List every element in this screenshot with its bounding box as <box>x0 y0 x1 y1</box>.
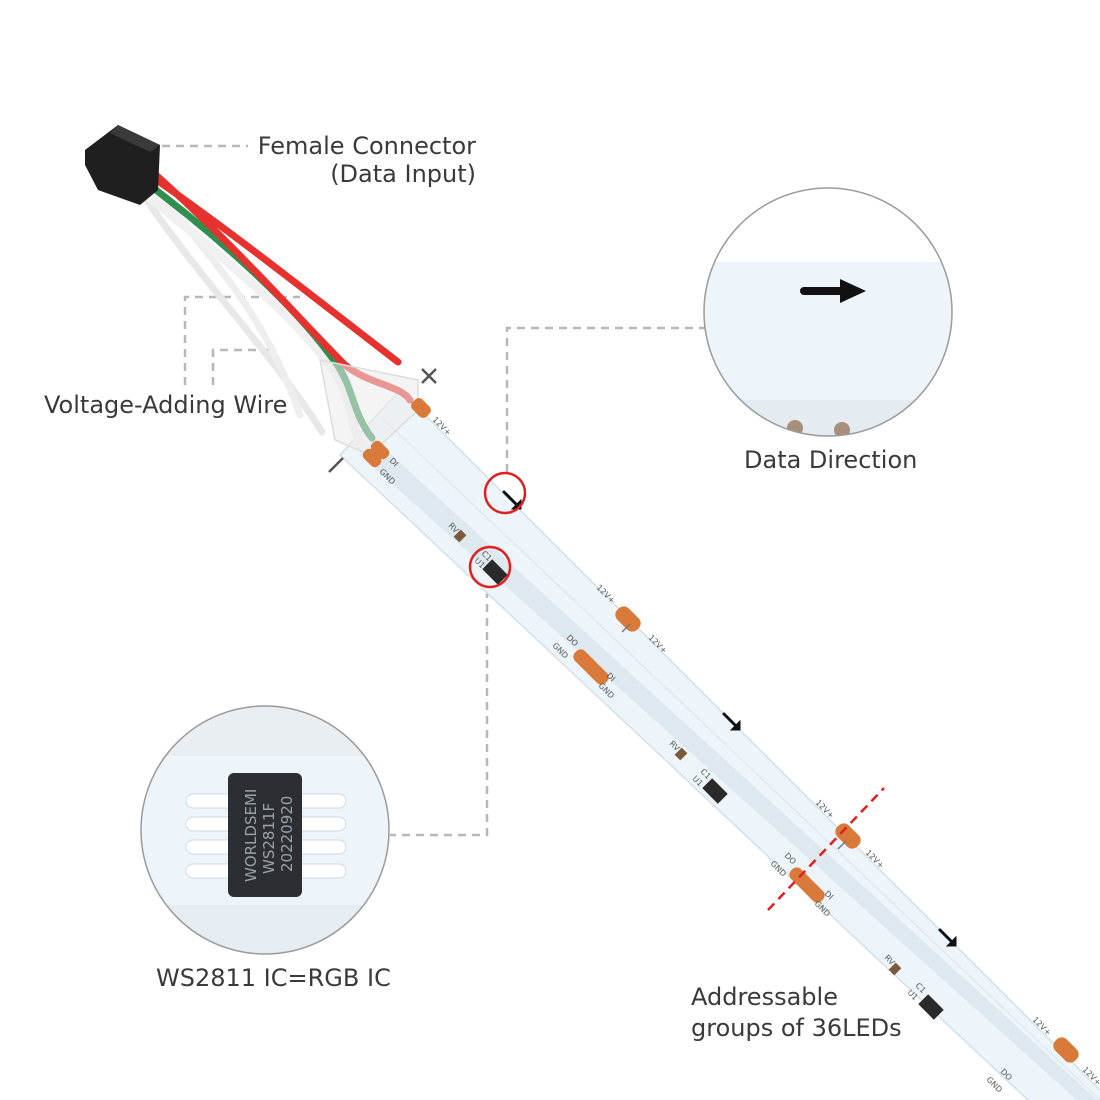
highlight-circles <box>468 471 527 589</box>
direction-arrows <box>502 490 957 947</box>
minus-mark <box>328 457 344 473</box>
arrow-head-2 <box>729 719 741 731</box>
ic-chip-body <box>228 773 302 897</box>
groups-label-line2: groups of 36LEDs <box>691 1014 902 1042</box>
white-wire-long <box>136 186 326 436</box>
components <box>453 529 944 1020</box>
ic-1 <box>482 559 508 585</box>
cut-line <box>767 787 885 911</box>
pads <box>362 398 1079 1063</box>
pad-start-12v <box>411 398 431 418</box>
pad-1-12v <box>615 606 641 632</box>
heat-shrink-sleeve <box>319 359 419 456</box>
resistor-1 <box>453 529 467 543</box>
callout-line-voltage-inner <box>211 348 272 385</box>
ic-3 <box>918 994 944 1020</box>
magnified-strip <box>704 262 952 410</box>
ic-pins <box>185 793 347 879</box>
ic-mag-top-shade <box>141 706 389 756</box>
magnifier-ring <box>703 187 953 437</box>
ic-mag-shade <box>141 905 389 954</box>
tick-1 <box>621 623 631 633</box>
strip-edge-shadow <box>360 440 1098 1100</box>
resistor-2 <box>674 747 688 761</box>
magnified-strip-edge <box>704 400 952 436</box>
female-connector-label: Female Connector (Data Input) <box>230 132 476 188</box>
highlight-direction <box>483 471 527 515</box>
ic-2 <box>702 778 728 804</box>
female-connector-label-line2: (Data Input) <box>330 160 476 188</box>
pad-2-12v <box>835 823 861 849</box>
ic-label: WS2811 IC=RGB IC <box>156 964 391 992</box>
pad-3-12v <box>1053 1037 1079 1063</box>
data-direction-label: Data Direction <box>744 446 918 474</box>
ic-marking: WORLDSEMI WS2811F 20220920 <box>242 789 296 882</box>
connector-face <box>110 125 160 152</box>
big-arrow-icon <box>800 279 866 303</box>
callout-lines <box>162 144 705 837</box>
arrow-shaft-1 <box>502 490 520 508</box>
ic-magnifier-ring <box>140 705 390 955</box>
arrow-head-3 <box>945 935 957 947</box>
arrow-shaft-3 <box>938 928 954 944</box>
female-connector-label-line1: Female Connector <box>257 132 476 160</box>
wires <box>130 164 419 456</box>
female-connector <box>85 125 160 205</box>
white-wire-loop <box>146 176 304 419</box>
ic-marking-line3: 20220920 <box>278 796 296 872</box>
pad-start-di <box>370 440 390 460</box>
highlight-ic <box>468 545 512 589</box>
pad-start-gnd <box>362 448 382 468</box>
ic-marking-line1: WORLDSEMI <box>242 789 260 882</box>
pad-1-do-b <box>585 661 609 685</box>
pad-label-gnd-3: GND <box>985 1075 1004 1094</box>
resistor-3 <box>888 962 902 976</box>
start-cut-marks <box>328 368 437 473</box>
ic-magnifier: WORLDSEMI WS2811F 20220920 <box>140 705 390 955</box>
data-direction-magnifier <box>703 187 953 437</box>
callout-line-ic <box>390 590 489 837</box>
callout-line-voltage-outer <box>183 295 300 385</box>
pad-2-do-b <box>801 879 825 903</box>
groups-label: Addressable groups of 36LEDs <box>691 982 902 1044</box>
arrow-shaft-2 <box>722 712 738 728</box>
voltage-wire-label: Voltage-Adding Wire <box>44 391 288 419</box>
x-mark-b <box>421 368 437 384</box>
callout-line-direction <box>505 326 705 472</box>
pad-ticks <box>621 623 847 850</box>
strip-center-line <box>381 417 1100 1100</box>
tick-2 <box>837 840 847 850</box>
groups-label-line1: Addressable <box>691 983 838 1011</box>
ic-marking-line2: WS2811F <box>260 803 278 874</box>
